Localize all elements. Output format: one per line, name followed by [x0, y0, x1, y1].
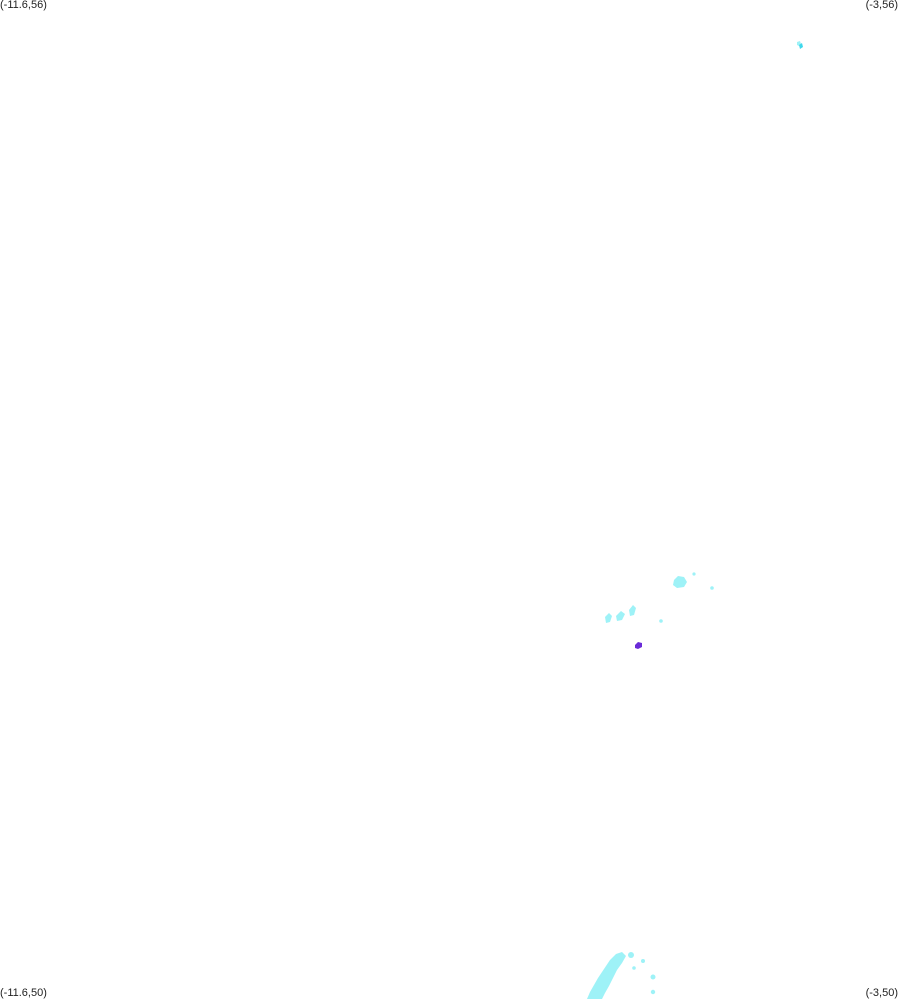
- feature-blob: [641, 959, 645, 963]
- feature-blob: [659, 619, 663, 623]
- corner-label-top-left: (-11.6,56): [0, 0, 47, 11]
- feature-blob: [605, 613, 612, 623]
- feature-blob: [650, 989, 656, 995]
- feature-blob: [632, 966, 636, 970]
- feature-cluster-central: [605, 572, 714, 649]
- feature-blob: [673, 576, 687, 588]
- feature-blob: [587, 952, 626, 999]
- corner-label-bottom-right: (-3,50): [865, 987, 898, 999]
- feature-blob: [635, 642, 642, 649]
- feature-blob: [616, 611, 625, 621]
- feature-blob: [629, 605, 636, 616]
- feature-blob: [710, 586, 714, 590]
- feature-cluster-northeast: [797, 41, 803, 49]
- feature-blob: [650, 974, 656, 980]
- feature-blob: [628, 952, 634, 958]
- feature-blob: [799, 43, 803, 49]
- feature-blob: [692, 572, 696, 576]
- corner-label-top-right: (-3,56): [865, 0, 898, 11]
- feature-cluster-south: [587, 952, 656, 999]
- corner-label-bottom-left: (-11.6,50): [0, 987, 47, 999]
